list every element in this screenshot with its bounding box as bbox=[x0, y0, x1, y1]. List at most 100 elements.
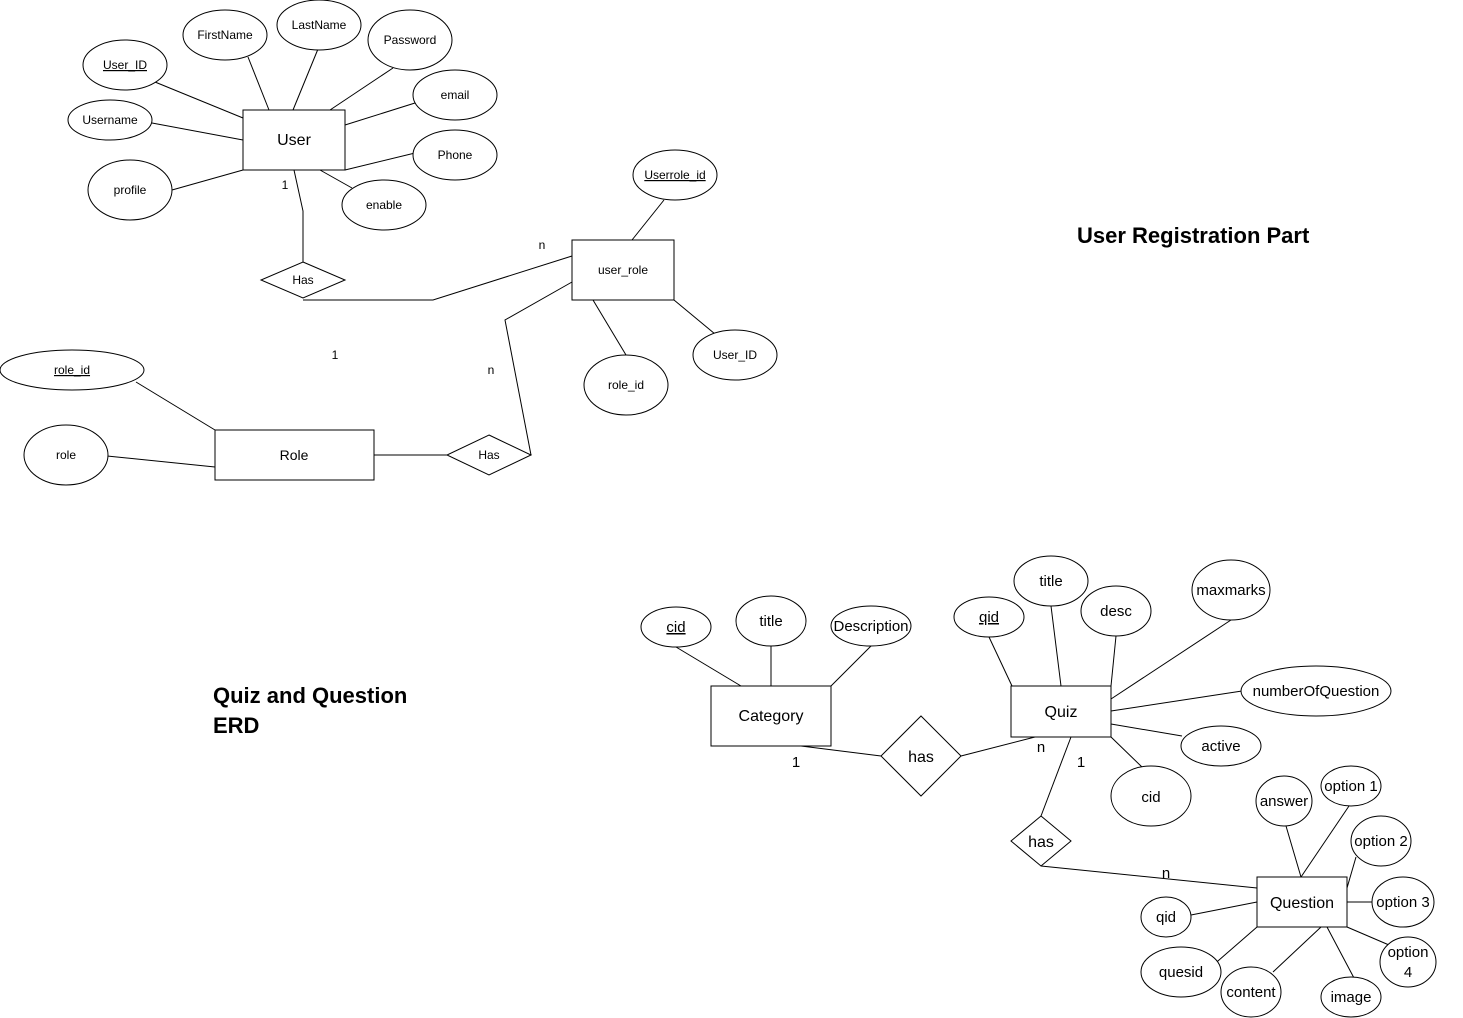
attr-description-label: Description bbox=[833, 618, 908, 635]
attr-answer[interactable]: answer bbox=[1255, 775, 1313, 827]
attr-userrole-id-label: Userrole_id bbox=[644, 168, 705, 182]
attr-cid[interactable]: cid bbox=[640, 606, 712, 648]
attr-role[interactable]: role bbox=[23, 424, 109, 486]
cardinality-quiz-side-category: n bbox=[1037, 739, 1045, 756]
attr-email-label: email bbox=[441, 88, 470, 102]
attr-user-role-user-id-label: User_ID bbox=[713, 348, 757, 362]
attr-active[interactable]: active bbox=[1180, 725, 1262, 767]
attr-quiz-title-label: title bbox=[1039, 573, 1062, 590]
entity-question[interactable]: Question bbox=[1256, 876, 1348, 928]
relationship-role-has-label: Has bbox=[478, 448, 499, 462]
attr-category-title-label: title bbox=[759, 613, 782, 630]
attr-answer-label: answer bbox=[1260, 793, 1308, 810]
attr-phone[interactable]: Phone bbox=[412, 129, 498, 181]
attr-option-4[interactable]: option 4 bbox=[1379, 936, 1437, 988]
attr-lastname-label: LastName bbox=[292, 18, 347, 32]
attr-quesid[interactable]: quesid bbox=[1140, 946, 1222, 998]
entity-user-role[interactable]: user_role bbox=[571, 239, 675, 301]
attr-desc-label: desc bbox=[1100, 603, 1132, 620]
cardinality-quiz-side-question: 1 bbox=[1077, 754, 1085, 771]
attr-password-label: Password bbox=[384, 33, 437, 47]
attr-email[interactable]: email bbox=[412, 69, 498, 121]
entity-role[interactable]: Role bbox=[214, 429, 375, 481]
attr-option-3[interactable]: option 3 bbox=[1371, 876, 1435, 928]
attr-user-id-label: User_ID bbox=[103, 58, 147, 72]
attr-option-4-label-line2: 4 bbox=[1404, 964, 1412, 981]
attr-image-label: image bbox=[1331, 989, 1372, 1006]
relationship-user-has[interactable]: Has bbox=[259, 261, 347, 299]
relationship-category-has-label: has bbox=[908, 749, 934, 766]
heading-quiz-erd-line1: Quiz and Question bbox=[213, 683, 407, 708]
attr-qid-label: qid bbox=[979, 609, 999, 626]
relationship-category-has[interactable]: has bbox=[880, 715, 962, 797]
attr-quesid-label: quesid bbox=[1159, 964, 1203, 981]
entity-quiz[interactable]: Quiz bbox=[1010, 685, 1112, 738]
attr-role-label: role bbox=[56, 448, 76, 462]
connector-lines bbox=[106, 48, 1390, 979]
cardinality-role-side: 1 bbox=[332, 348, 339, 362]
attr-enable-label: enable bbox=[366, 198, 402, 212]
entity-user[interactable]: User bbox=[242, 109, 346, 171]
attr-phone-label: Phone bbox=[438, 148, 473, 162]
attr-maxmarks[interactable]: maxmarks bbox=[1191, 559, 1271, 621]
entity-quiz-label: Quiz bbox=[1045, 704, 1078, 721]
attr-option-1-label: option 1 bbox=[1324, 778, 1377, 795]
cardinality-has-user-role: n bbox=[539, 238, 546, 252]
attr-qid[interactable]: qid bbox=[953, 596, 1025, 638]
entity-category[interactable]: Category bbox=[710, 685, 832, 747]
attr-username-label: Username bbox=[82, 113, 138, 127]
attr-username[interactable]: Username bbox=[67, 99, 153, 141]
attr-lastname[interactable]: LastName bbox=[276, 0, 362, 51]
relationship-user-has-label: Has bbox=[292, 273, 313, 287]
heading-quiz-erd-line2: ERD bbox=[213, 713, 259, 738]
relationship-quiz-has[interactable]: has bbox=[1010, 815, 1072, 867]
attr-quiz-cid[interactable]: cid bbox=[1110, 765, 1192, 827]
attr-number-of-question-label: numberOfQuestion bbox=[1253, 683, 1380, 700]
relationship-quiz-has-label: has bbox=[1028, 834, 1054, 851]
cardinality-category-side: 1 bbox=[792, 754, 800, 771]
attr-firstname-label: FirstName bbox=[197, 28, 253, 42]
attr-quiz-cid-label: cid bbox=[1141, 789, 1160, 806]
attr-question-qid-label: qid bbox=[1156, 909, 1176, 926]
attr-profile[interactable]: profile bbox=[87, 159, 173, 221]
attr-role-id[interactable]: role_id bbox=[0, 349, 145, 391]
attr-user-id[interactable]: User_ID bbox=[82, 39, 168, 91]
entity-user-role-label: user_role bbox=[598, 263, 648, 277]
cardinality-question-side: n bbox=[1162, 865, 1170, 882]
attr-profile-label: profile bbox=[114, 183, 147, 197]
attr-cid-label: cid bbox=[666, 619, 685, 636]
attr-firstname[interactable]: FirstName bbox=[182, 9, 268, 61]
entity-category-label: Category bbox=[739, 708, 804, 725]
attr-active-label: active bbox=[1201, 738, 1240, 755]
cardinality-user-has: 1 bbox=[282, 178, 289, 192]
relationship-role-has[interactable]: Has bbox=[445, 434, 533, 476]
attr-option-2-label: option 2 bbox=[1354, 833, 1407, 850]
attr-role-id-label: role_id bbox=[54, 363, 90, 377]
entity-user-label: User bbox=[277, 132, 311, 149]
attr-question-qid[interactable]: qid bbox=[1140, 896, 1192, 938]
attr-description[interactable]: Description bbox=[830, 605, 912, 647]
attr-desc[interactable]: desc bbox=[1080, 585, 1152, 637]
attr-user-role-role-id[interactable]: role_id bbox=[583, 354, 669, 416]
attr-content-label: content bbox=[1226, 984, 1276, 1001]
cardinality-user-role-side: n bbox=[488, 363, 495, 377]
attr-option-4-label-line1: option bbox=[1388, 944, 1429, 961]
attr-option-2[interactable]: option 2 bbox=[1350, 815, 1412, 867]
attr-content[interactable]: content bbox=[1220, 966, 1282, 1018]
attr-enable[interactable]: enable bbox=[341, 179, 427, 231]
entity-question-label: Question bbox=[1270, 895, 1334, 912]
attr-user-role-role-id-label: role_id bbox=[608, 378, 644, 392]
attr-image[interactable]: image bbox=[1320, 976, 1382, 1018]
heading-user-registration: User Registration Part bbox=[1077, 223, 1310, 248]
attr-userrole-id[interactable]: Userrole_id bbox=[632, 149, 718, 201]
attr-category-title[interactable]: title bbox=[735, 595, 807, 647]
attr-maxmarks-label: maxmarks bbox=[1196, 582, 1265, 599]
attr-option-3-label: option 3 bbox=[1376, 894, 1429, 911]
attr-quiz-title[interactable]: title bbox=[1013, 555, 1089, 607]
attr-user-role-user-id[interactable]: User_ID bbox=[692, 329, 778, 381]
attr-option-1[interactable]: option 1 bbox=[1320, 765, 1382, 807]
attr-password[interactable]: Password bbox=[367, 9, 453, 71]
attr-number-of-question[interactable]: numberOfQuestion bbox=[1240, 665, 1392, 717]
entity-role-label: Role bbox=[280, 447, 309, 463]
